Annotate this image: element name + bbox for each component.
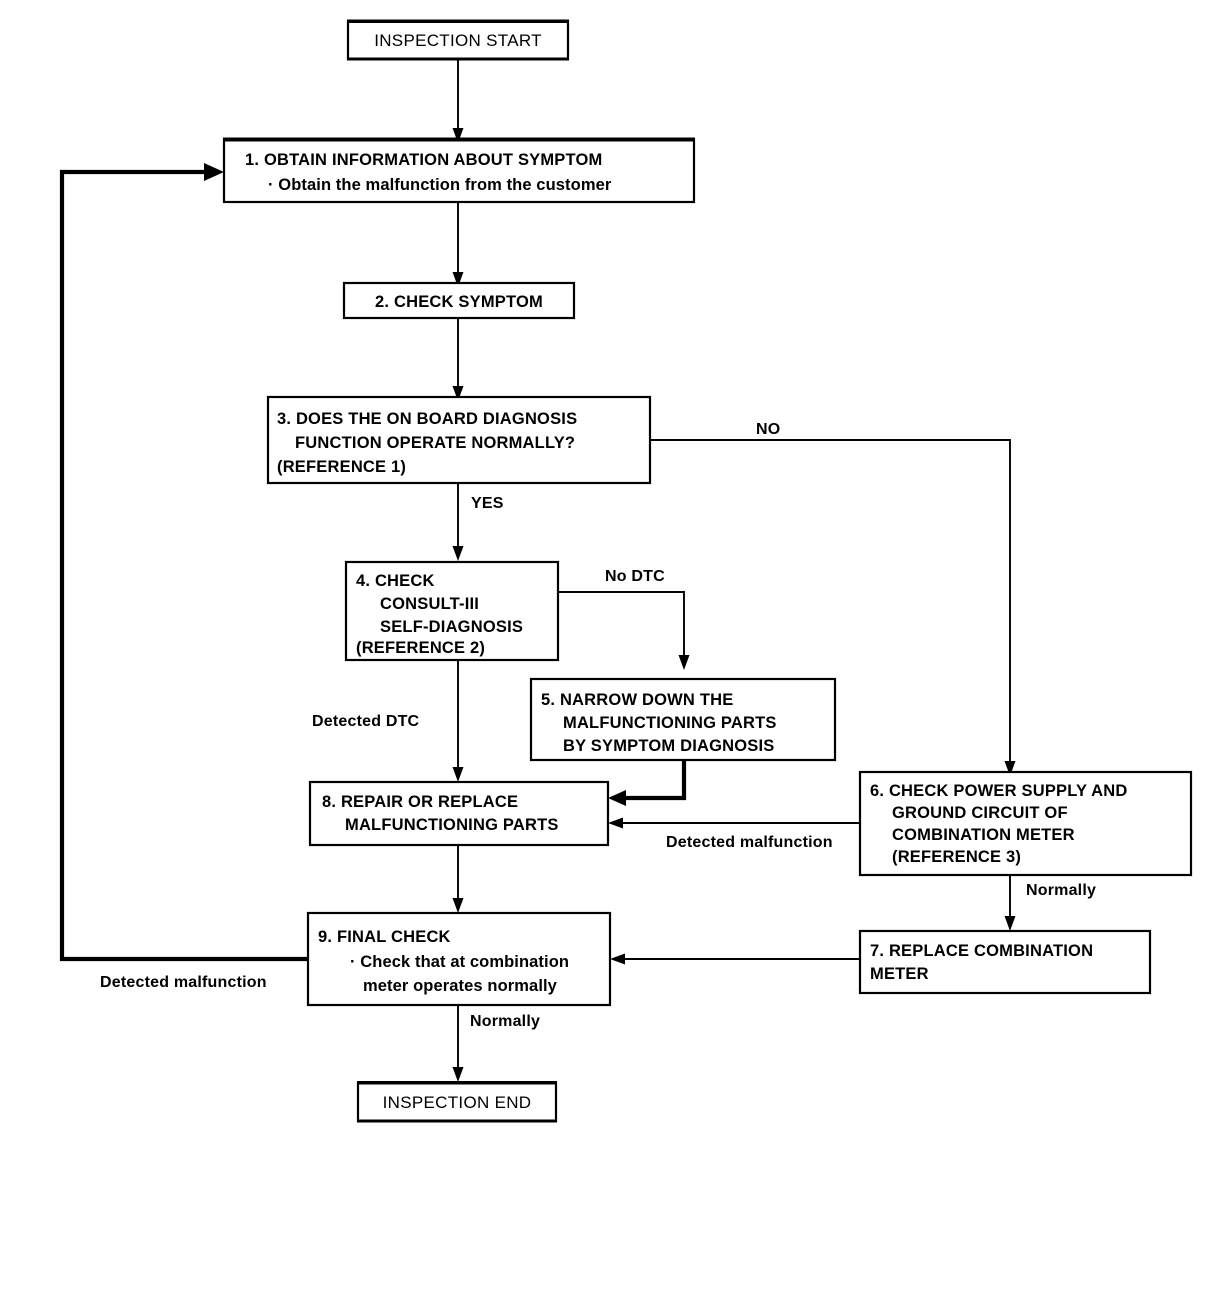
inspection-end-label: INSPECTION END bbox=[383, 1093, 532, 1112]
edge-label-normally-9-end: Normally bbox=[470, 1013, 540, 1030]
step-8-line-1: 8. REPAIR OR REPLACE bbox=[322, 793, 518, 811]
edge-step1-to-step2 bbox=[452, 202, 464, 287]
edge-step6-to-step8-detectedmalfunction bbox=[608, 817, 862, 829]
edge-labels: NO YES No DTC Detected DTC Detected malf… bbox=[100, 421, 1096, 1030]
step-9-line-2: · Check that at combination bbox=[350, 953, 569, 971]
step-4-line-2: CONSULT-III bbox=[380, 595, 479, 613]
edge-step6-to-step7-normally bbox=[1004, 875, 1016, 931]
edge-label-no: NO bbox=[756, 421, 780, 438]
step-7-line-1: 7. REPLACE COMBINATION bbox=[870, 942, 1093, 960]
node-step-4[interactable]: 4. CHECK CONSULT-III SELF-DIAGNOSIS (REF… bbox=[344, 560, 560, 662]
node-step-6[interactable]: 6. CHECK POWER SUPPLY AND GROUND CIRCUIT… bbox=[858, 770, 1193, 877]
step-9-line-1: 9. FINAL CHECK bbox=[318, 928, 451, 946]
edge-step3-to-step4-yes bbox=[452, 483, 464, 561]
step-8-line-2: MALFUNCTIONING PARTS bbox=[345, 816, 559, 834]
edge-step9-to-end-normally bbox=[452, 1005, 464, 1082]
step-9-line-3: meter operates normally bbox=[363, 977, 558, 995]
inspection-start-label: INSPECTION START bbox=[374, 31, 542, 50]
node-step-3[interactable]: 3. DOES THE ON BOARD DIAGNOSIS FUNCTION … bbox=[266, 395, 652, 485]
edge-label-detected-dtc: Detected DTC bbox=[312, 713, 420, 730]
step-1-line-1: 1. OBTAIN INFORMATION ABOUT SYMPTOM bbox=[245, 151, 602, 169]
edge-label-no-dtc: No DTC bbox=[605, 568, 665, 585]
node-step-1[interactable]: 1. OBTAIN INFORMATION ABOUT SYMPTOM · Ob… bbox=[222, 137, 696, 204]
node-inspection-start[interactable]: INSPECTION START bbox=[346, 19, 570, 61]
step-3-line-2: FUNCTION OPERATE NORMALLY? bbox=[295, 434, 575, 452]
edge-start-to-step1 bbox=[452, 59, 464, 143]
step-1-line-2: · Obtain the malfunction from the custom… bbox=[268, 176, 612, 194]
edge-step7-to-step9 bbox=[610, 953, 860, 965]
step-4-line-1: 4. CHECK bbox=[356, 572, 435, 590]
step-4-line-3: SELF-DIAGNOSIS bbox=[380, 618, 523, 636]
edge-step4-to-step5-nodtc bbox=[558, 591, 690, 670]
step-3-line-3: (REFERENCE 1) bbox=[277, 458, 406, 476]
edge-label-detected-malfunction-9-1: Detected malfunction bbox=[100, 974, 267, 991]
step-2-line-1: 2. CHECK SYMPTOM bbox=[375, 293, 543, 311]
edge-step4-to-step8-detecteddtc bbox=[452, 660, 464, 782]
node-step-9[interactable]: 9. FINAL CHECK · Check that at combinati… bbox=[306, 911, 612, 1007]
step-6-line-3: COMBINATION METER bbox=[892, 826, 1075, 844]
node-step-5[interactable]: 5. NARROW DOWN THE MALFUNCTIONING PARTS … bbox=[529, 677, 837, 762]
edge-step9-to-step1-feedback bbox=[59, 163, 308, 962]
step-5-line-1: 5. NARROW DOWN THE bbox=[541, 691, 733, 709]
edge-label-detected-malfunction-6-8: Detected malfunction bbox=[666, 834, 833, 851]
step-7-line-2: METER bbox=[870, 965, 929, 983]
step-6-line-1: 6. CHECK POWER SUPPLY AND bbox=[870, 782, 1127, 800]
node-step-7[interactable]: 7. REPLACE COMBINATION METER bbox=[858, 929, 1152, 995]
step-5-line-2: MALFUNCTIONING PARTS bbox=[563, 714, 777, 732]
node-step-8[interactable]: 8. REPAIR OR REPLACE MALFUNCTIONING PART… bbox=[308, 780, 610, 847]
edge-label-normally-6-7: Normally bbox=[1026, 882, 1096, 899]
step-4-line-4: (REFERENCE 2) bbox=[356, 639, 485, 657]
edge-step2-to-step3 bbox=[452, 318, 464, 401]
step-6-line-4: (REFERENCE 3) bbox=[892, 848, 1021, 866]
step-6-line-2: GROUND CIRCUIT OF bbox=[892, 804, 1068, 822]
edge-step3-to-step6-no bbox=[650, 439, 1016, 776]
connectors bbox=[59, 59, 1016, 1082]
edge-label-yes: YES bbox=[471, 495, 504, 512]
edge-step5-to-step8 bbox=[608, 760, 687, 806]
node-inspection-end[interactable]: INSPECTION END bbox=[356, 1081, 558, 1123]
step-5-line-3: BY SYMPTOM DIAGNOSIS bbox=[563, 737, 775, 755]
step-3-line-1: 3. DOES THE ON BOARD DIAGNOSIS bbox=[277, 410, 577, 428]
edge-step8-to-step9 bbox=[452, 845, 464, 913]
node-step-2[interactable]: 2. CHECK SYMPTOM bbox=[342, 281, 576, 320]
